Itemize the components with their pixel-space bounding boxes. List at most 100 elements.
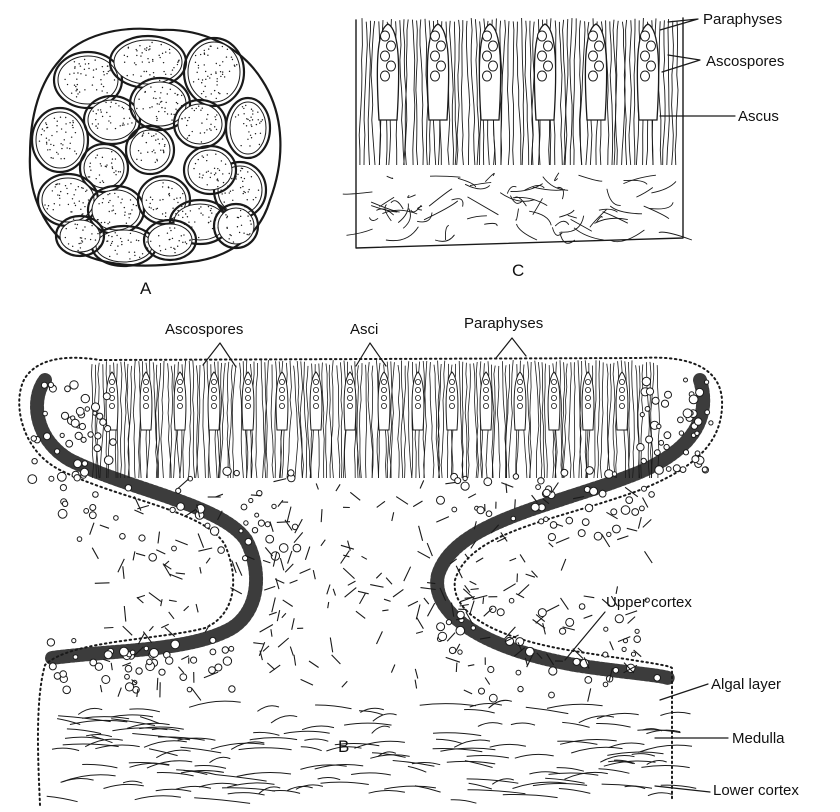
medulla-hypha xyxy=(111,663,112,670)
medulla-hypha xyxy=(288,551,292,564)
paraphysis-strand xyxy=(501,20,506,165)
stipple-dot xyxy=(188,135,189,136)
medulla-hypha xyxy=(118,688,121,697)
stipple-dot xyxy=(215,172,216,173)
stipple-dot xyxy=(123,124,124,125)
algal-cell xyxy=(239,529,243,533)
tangled-hypha xyxy=(418,206,423,210)
leader-paraphyses-b xyxy=(496,338,526,358)
tangled-hypha xyxy=(650,202,674,209)
algal-cell xyxy=(536,485,541,490)
hymenium-strand xyxy=(322,363,324,478)
stipple-dot xyxy=(47,208,48,209)
stipple-dot xyxy=(96,89,97,90)
stipple-dot xyxy=(114,79,115,80)
algal-cell xyxy=(110,439,117,446)
stipple-dot xyxy=(176,198,177,199)
lower-cortex-hypha xyxy=(157,772,194,775)
stipple-dot xyxy=(146,71,147,72)
stipple-dot xyxy=(141,52,142,53)
algal-cell xyxy=(103,393,110,400)
stipple-dot xyxy=(185,241,186,242)
lower-cortex-hypha xyxy=(344,723,391,725)
algal-cell xyxy=(438,632,446,640)
stipple-dot xyxy=(167,232,168,233)
stipple-dot xyxy=(115,213,116,214)
stipple-dot xyxy=(101,90,102,91)
stipple-dot xyxy=(71,136,72,137)
stipple-dot xyxy=(216,98,217,99)
tangled-hypha xyxy=(636,188,652,198)
lower-cortex-hypha xyxy=(469,783,492,789)
stipple-dot xyxy=(124,55,125,56)
lower-cortex-hypha xyxy=(132,734,190,740)
label-ascospores-b: Ascospores xyxy=(165,321,243,338)
stipple-dot xyxy=(169,227,170,228)
algal-cell xyxy=(621,506,630,515)
algal-cell xyxy=(177,503,185,511)
stipple-dot xyxy=(90,163,91,164)
algal-cell xyxy=(31,436,36,441)
stipple-dot xyxy=(252,110,253,111)
algal-cell xyxy=(210,649,216,655)
stipple-dot xyxy=(106,112,107,113)
medulla-hypha xyxy=(123,566,124,579)
medulla-hypha xyxy=(294,655,296,666)
medulla-hypha xyxy=(561,598,569,610)
paraphysis-strand xyxy=(616,21,619,165)
medulla-hypha xyxy=(294,532,303,542)
algal-cell xyxy=(516,638,524,646)
stipple-dot xyxy=(77,224,78,225)
stipple-dot xyxy=(39,140,40,141)
lower-cortex-hypha xyxy=(433,733,481,736)
algal-cell xyxy=(543,489,550,496)
algal-cell xyxy=(104,651,112,659)
stipple-dot xyxy=(120,238,121,239)
hymenium-strand xyxy=(527,361,530,478)
medulla-hypha xyxy=(156,550,165,554)
stipple-dot xyxy=(209,77,210,78)
stipple-dot xyxy=(94,59,95,60)
tangled-hypha xyxy=(429,189,452,206)
hymenium-strand xyxy=(128,366,132,478)
stipple-dot xyxy=(250,116,251,117)
leader-paraphyses-c xyxy=(660,19,698,30)
algal-cell xyxy=(518,686,523,691)
algal-cell xyxy=(252,528,257,533)
medulla-hypha xyxy=(396,497,408,505)
stipple-dot xyxy=(216,63,217,64)
medulla-hypha xyxy=(269,612,277,615)
ascospore xyxy=(647,41,656,51)
algal-cell xyxy=(550,522,557,529)
lower-cortex-hypha xyxy=(559,789,590,794)
algal-cell xyxy=(642,377,650,385)
hymenium-strand xyxy=(430,362,434,478)
stipple-dot xyxy=(229,238,230,239)
algal-cell xyxy=(659,440,664,445)
stipple-dot xyxy=(72,198,73,199)
stipple-dot xyxy=(237,174,238,175)
ascospore xyxy=(431,51,440,61)
algal-cell xyxy=(489,694,497,702)
medulla-hypha xyxy=(360,593,366,604)
medulla-hypha xyxy=(206,558,210,564)
stipple-dot xyxy=(216,129,217,130)
stipple-dot xyxy=(59,195,60,196)
stipple-dot xyxy=(82,188,83,189)
stipple-dot xyxy=(85,74,86,75)
stipple-dot xyxy=(248,131,249,132)
stipple-dot xyxy=(248,191,249,192)
stipple-dot xyxy=(56,125,57,126)
algal-cell xyxy=(90,505,96,511)
stipple-dot xyxy=(162,87,163,88)
medulla-hypha xyxy=(468,665,474,666)
algal-cell xyxy=(637,444,644,451)
algal-cell xyxy=(170,507,175,512)
algal-cell xyxy=(265,522,270,527)
algal-cell xyxy=(488,666,494,672)
algal-cell xyxy=(70,381,78,389)
stipple-dot xyxy=(60,158,61,159)
stipple-dot xyxy=(178,240,179,241)
medulla-hypha xyxy=(561,559,566,571)
stipple-dot xyxy=(85,63,86,64)
